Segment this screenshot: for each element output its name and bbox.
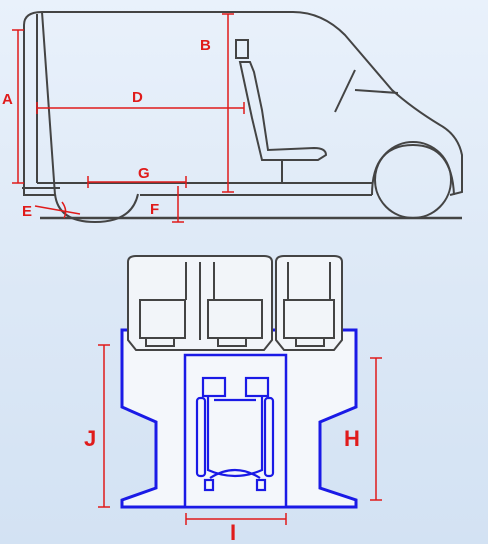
seat-left-cushion-2: [207, 299, 263, 339]
front-wheel-arch: [371, 143, 455, 196]
dashboard-line: [354, 89, 399, 94]
label-d: D: [132, 89, 143, 106]
seat-left-belt-1: [145, 337, 175, 347]
wheelchair-caster-right: [255, 478, 267, 492]
wheelchair-wheel-left: [195, 396, 207, 478]
seat-right-cushion: [283, 299, 335, 339]
front-wheel: [374, 141, 452, 219]
seat-left-belt-2: [217, 337, 247, 347]
wheelchair-top-view: [195, 376, 275, 492]
wheelchair-footrest: [209, 468, 261, 479]
wheelchair-handle-right: [244, 376, 270, 398]
windshield-line: [334, 69, 356, 113]
label-h: H: [344, 426, 360, 451]
seat-headrest: [235, 39, 249, 59]
label-j: J: [84, 426, 96, 451]
wheelchair-wheel-right: [263, 396, 275, 478]
label-b: B: [200, 37, 211, 54]
rear-seat-row: [127, 255, 343, 351]
label-e: E: [22, 203, 32, 220]
floorplan-dimensions: [98, 344, 382, 525]
label-a: A: [2, 91, 13, 108]
seat-right-belt: [295, 337, 325, 347]
wheelchair-caster-left: [203, 478, 215, 492]
label-i: I: [230, 520, 236, 544]
van-dimensions: [12, 13, 245, 223]
seat-left-cushion-1: [139, 299, 186, 339]
driver-seat: [238, 61, 328, 161]
seat-right-outer: [275, 255, 343, 351]
label-g: G: [138, 165, 150, 182]
wheelchair-handle-left: [201, 376, 227, 398]
label-f: F: [150, 201, 159, 218]
wheelchair-bay: [183, 353, 288, 509]
wheelchair-frame: [206, 396, 264, 478]
van-side-view: [22, 10, 463, 224]
dim-e-line: [34, 205, 81, 215]
floorplan-outline: [120, 328, 358, 509]
rear-wheel: [54, 193, 139, 224]
